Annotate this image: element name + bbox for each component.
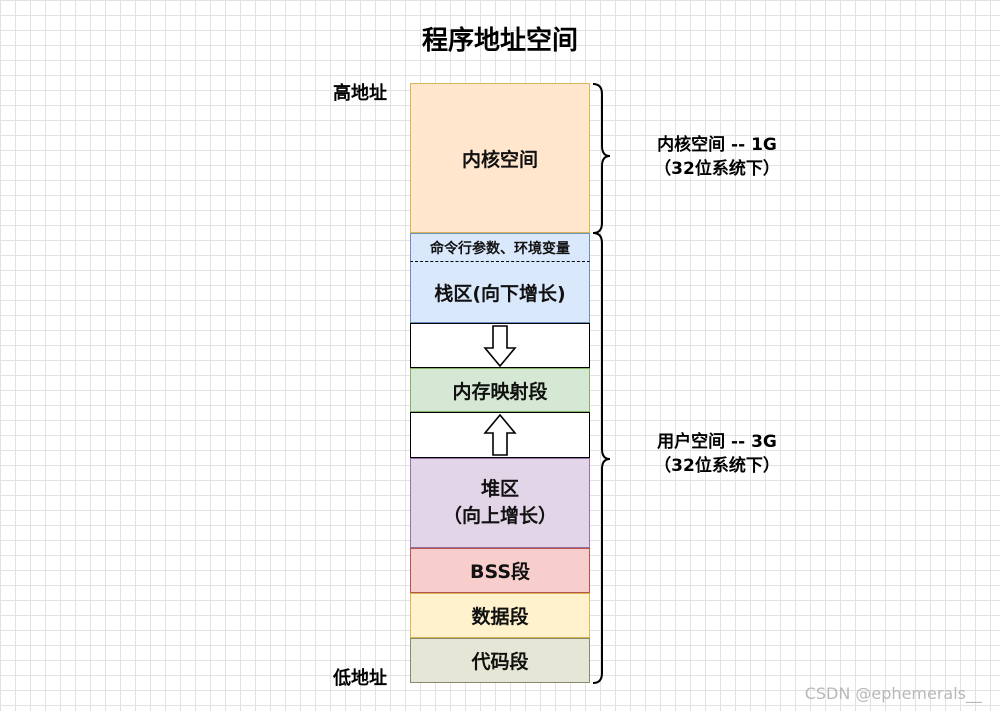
heap-segment: 堆区 （向上增长） — [410, 458, 590, 548]
data-label: 数据段 — [471, 606, 529, 628]
heap-label: 堆区 — [480, 478, 519, 500]
cmd-env-label: 命令行参数、环境变量 — [430, 240, 570, 257]
user-space-size: 用户空间 -- 3G — [657, 432, 777, 452]
user-space-brace-label: 用户空间 -- 3G （32位系统下） — [632, 430, 802, 478]
kernel-space-size: 内核空间 -- 1G — [657, 135, 777, 155]
kernel-space-segment: 内核空间 — [410, 83, 590, 233]
watermark: CSDN @ephemerals__ — [804, 684, 982, 703]
kernel-space-brace — [592, 83, 611, 234]
stack-segment: 栈区(向下增长) — [410, 262, 590, 323]
arrow-down-icon — [483, 324, 517, 367]
code-segment: 代码段 — [410, 638, 590, 683]
gap-segment-lower — [410, 412, 590, 458]
user-space-brace — [592, 232, 611, 684]
braces-svg — [592, 83, 611, 684]
kernel-space-brace-label: 内核空间 -- 1G （32位系统下） — [632, 133, 802, 181]
bss-label: BSS段 — [470, 561, 530, 583]
low-address-label: 低地址 — [333, 668, 387, 689]
data-segment: 数据段 — [410, 593, 590, 638]
heap-direction-label: （向上增长） — [442, 505, 557, 527]
user-space-note: （32位系统下） — [654, 456, 780, 476]
arrow-up-icon — [483, 413, 517, 456]
diagram-title: 程序地址空间 — [421, 26, 578, 56]
mmap-label: 内存映射段 — [452, 380, 548, 403]
kernel-space-label: 内核空间 — [461, 148, 538, 171]
mmap-segment: 内存映射段 — [410, 368, 590, 412]
high-address-label: 高地址 — [333, 83, 387, 104]
code-label: 代码段 — [471, 651, 529, 673]
cmd-env-segment: 命令行参数、环境变量 — [410, 233, 590, 262]
stack-label: 栈区(向下增长) — [434, 282, 566, 305]
gap-segment-upper — [410, 323, 590, 368]
kernel-space-note: （32位系统下） — [654, 159, 780, 179]
bss-segment: BSS段 — [410, 548, 590, 593]
